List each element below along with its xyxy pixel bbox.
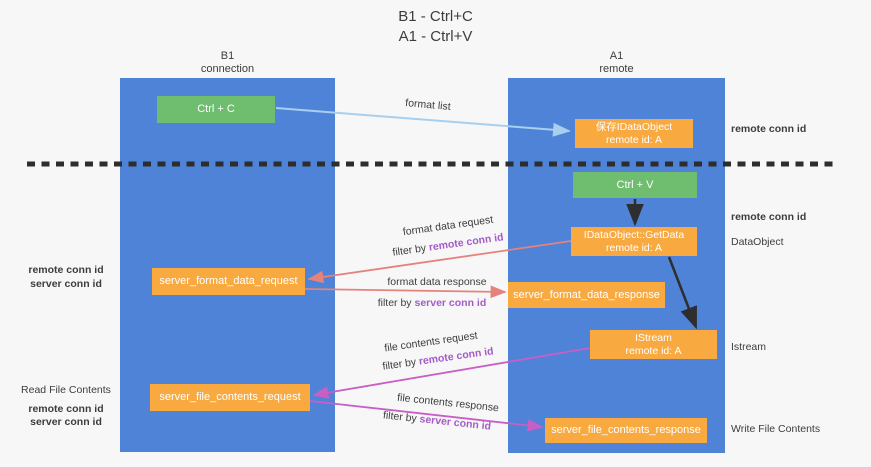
- server-conn-id-text: server conn id: [418, 413, 492, 433]
- server-format-data-response-label: server_format_data_response: [513, 288, 660, 301]
- istream-side-label: Istream: [731, 341, 767, 353]
- format-data-response-filter-label: filter by server conn id: [367, 297, 497, 309]
- left-format-remote-conn-id-label: remote conn id: [28, 264, 104, 276]
- ctrl-v-box: Ctrl + V: [573, 172, 697, 198]
- save-dataobject-box: 保存IDataObject remote id: A: [575, 119, 693, 148]
- remote-conn-id-text: remote conn id: [418, 345, 495, 368]
- getdata-box: IDataObject::GetData remote id: A: [571, 227, 697, 256]
- filter-by-text: filter by: [381, 356, 417, 373]
- filter-by-text: filter by: [391, 242, 427, 259]
- format-data-response-arrow: [304, 285, 507, 299]
- read-file-contents-label: Read File Contents: [21, 384, 111, 396]
- getdata-line1: IDataObject::GetData: [583, 228, 685, 241]
- ctrl-v-label: Ctrl + V: [616, 178, 654, 191]
- server-file-contents-request-box: server_file_contents_request: [150, 384, 310, 411]
- filter-by-text: filter by: [377, 297, 412, 309]
- istream-line1: IStream: [635, 331, 672, 344]
- diagram-title: B1 - Ctrl+C A1 - Ctrl+V: [0, 7, 871, 47]
- server-conn-id-text: server conn id: [414, 297, 487, 309]
- left-file-server-conn-id-label: server conn id: [30, 416, 102, 428]
- istream-line2: remote id: A: [625, 344, 682, 357]
- server-file-contents-response-box: server_file_contents_response: [545, 418, 707, 443]
- server-file-contents-request-label: server_file_contents_request: [159, 391, 301, 403]
- save-dataobject-line1: 保存IDataObject: [595, 120, 673, 133]
- write-file-contents-label: Write File Contents: [731, 423, 821, 435]
- save-dataobject-line2: remote id: A: [605, 133, 663, 146]
- column-b1-name: B1: [220, 50, 235, 62]
- column-b1-subtitle: connection: [200, 63, 255, 75]
- istream-box: IStream remote id: A: [590, 330, 717, 359]
- right-top-remote-conn-id-label: remote conn id: [731, 123, 807, 135]
- column-a1-subtitle: remote: [599, 63, 634, 75]
- title-line-2: A1 - Ctrl+V: [398, 28, 473, 45]
- title-line-1: B1 - Ctrl+C: [398, 8, 473, 25]
- dataobject-label: DataObject: [731, 236, 784, 248]
- left-format-server-conn-id-label: server conn id: [30, 278, 102, 290]
- getdata-line2: remote id: A: [605, 241, 663, 254]
- ctrl-c-box: Ctrl + C: [157, 96, 275, 123]
- column-a1-name: A1: [609, 50, 624, 62]
- format-list-label: format list: [404, 97, 452, 113]
- server-format-data-request-label: server_format_data_request: [159, 275, 298, 287]
- server-format-data-response-box: server_format_data_response: [508, 282, 665, 308]
- right-mid-remote-conn-id-label: remote conn id: [731, 211, 807, 223]
- ctrl-c-label: Ctrl + C: [197, 103, 235, 115]
- format-data-response-label: format data response: [387, 276, 487, 288]
- server-format-data-request-box: server_format_data_request: [152, 268, 305, 295]
- filter-by-text: filter by: [382, 409, 418, 425]
- column-header-a1: A1 remote: [508, 50, 725, 76]
- remote-conn-id-text: remote conn id: [428, 231, 505, 254]
- left-file-remote-conn-id-label: remote conn id: [28, 403, 104, 415]
- column-header-b1: B1 connection: [120, 50, 335, 76]
- server-file-contents-response-label: server_file_contents_response: [551, 424, 701, 436]
